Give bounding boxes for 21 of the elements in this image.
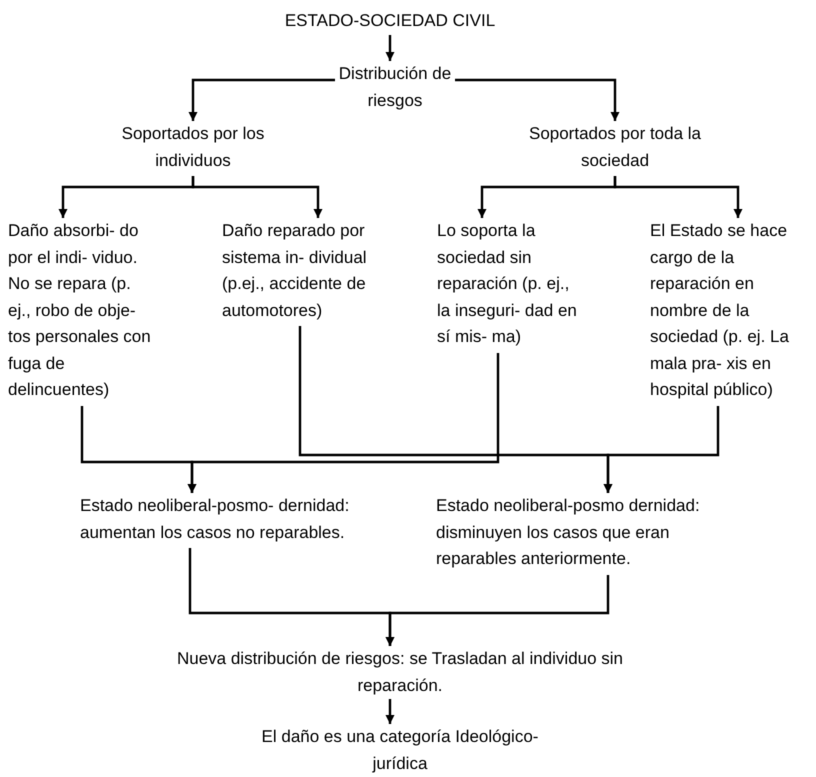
arrow <box>455 78 620 121</box>
node-text: Soportados por toda la sociedad <box>528 123 702 172</box>
arrow <box>614 176 742 218</box>
node-text: Nueva distribución de riesgos: se Trasladan al individuo sin reparación. <box>176 648 624 696</box>
node-text: El daño es una categoría Ideológico-jurídica <box>260 726 540 774</box>
node-text: Daño absorbi- do por el indi- viduo. No se repara (p. ej., robo de obje- tos personales con fuga de delincuentes) <box>8 220 152 401</box>
arrow <box>188 78 335 121</box>
node-text: Estado neoliberal-posmo- dernidad: aumentan los casos no reparables. <box>80 495 350 544</box>
node-text: El Estado se hace cargo de la reparación en nombre de la sociedad (p. ej. La mala pra- xis en hospital público) <box>650 220 790 401</box>
node-text: Daño reparado por sistema in- dividual (p.ej., accidente de automotores) <box>222 220 368 322</box>
arrow <box>386 699 394 724</box>
node-text: Distribución de riesgos <box>338 63 452 112</box>
node-text: Estado neoliberal-posmo dernidad: disminuyen los casos que eran reparables anteriormente. <box>436 495 701 570</box>
node-text: ESTADO-SOCIEDAD CIVIL <box>284 10 496 32</box>
node-text: Soportados por los individuos <box>120 123 266 172</box>
arrow <box>192 176 322 218</box>
arrow <box>386 575 610 646</box>
arrow <box>604 406 720 493</box>
arrow <box>386 35 394 61</box>
arrow <box>188 353 500 493</box>
node-text: Lo soporta la sociedad sin reparación (p. ej., la inseguri- dad en sí mis- ma) <box>437 220 578 348</box>
